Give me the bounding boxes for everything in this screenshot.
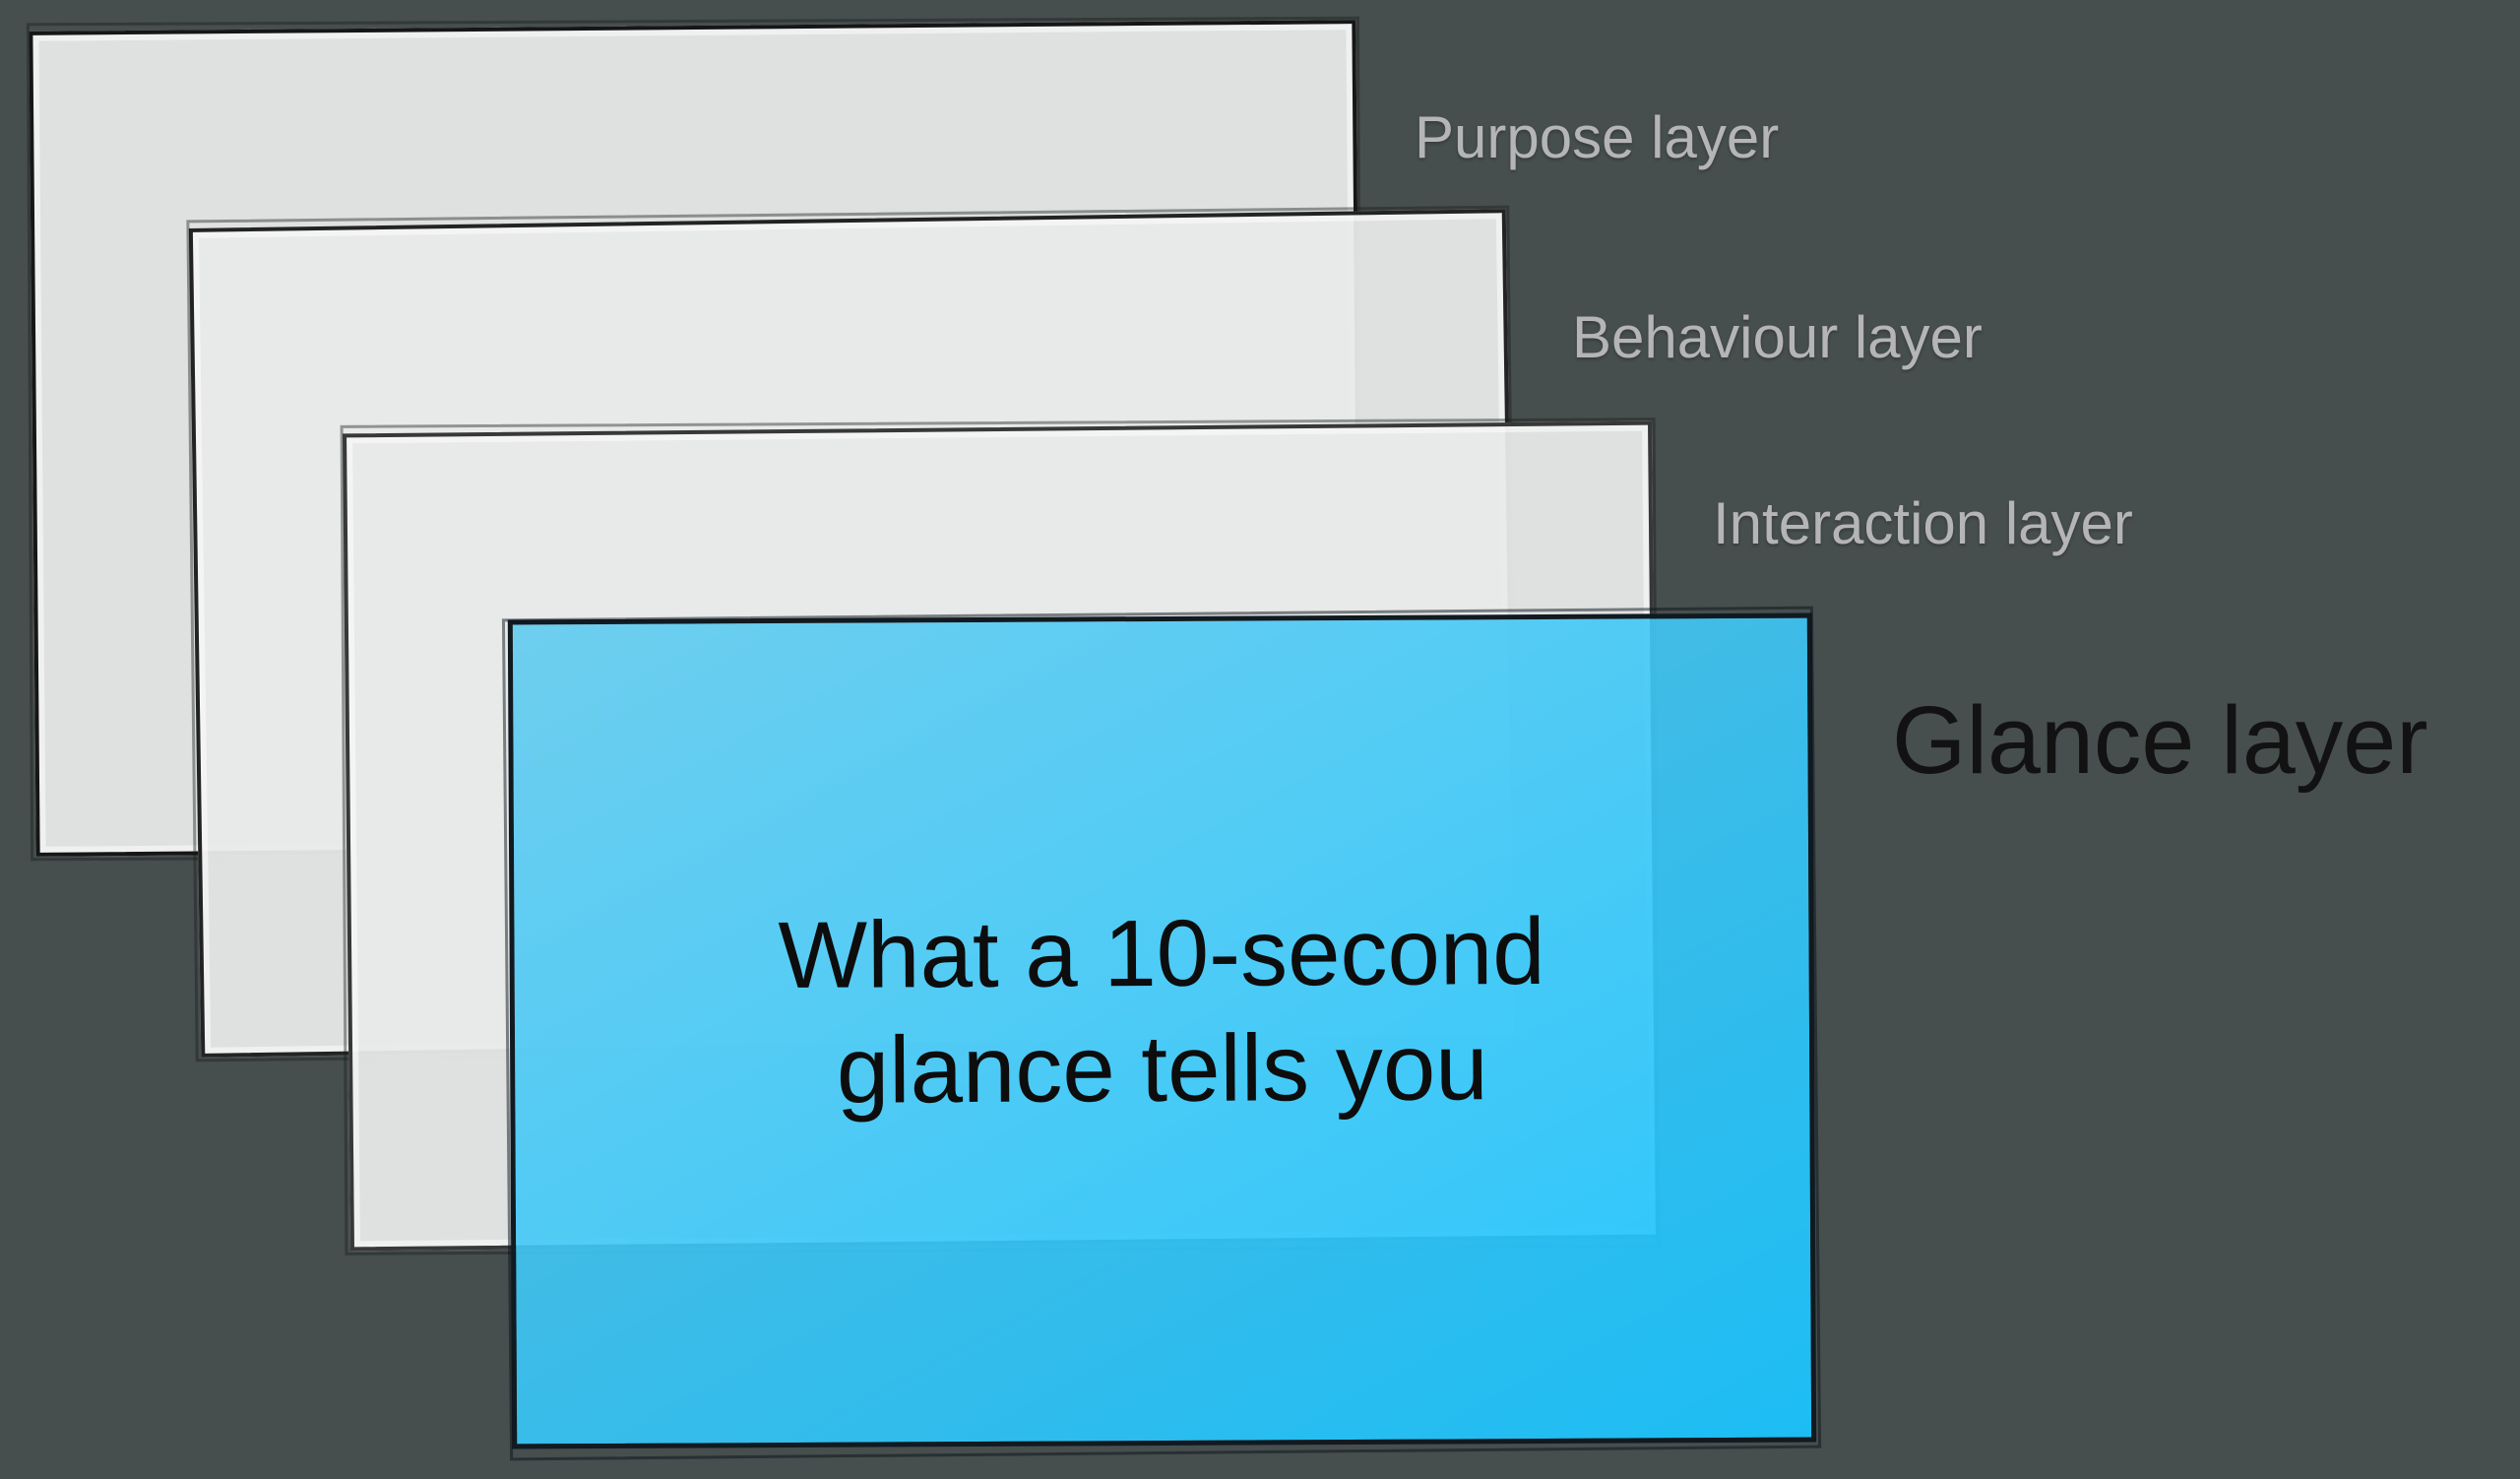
interaction-layer-label: Interaction layer xyxy=(1713,490,2133,556)
glance-layer-label: Glance layer xyxy=(1892,686,2428,794)
behaviour-layer-label: Behaviour layer xyxy=(1572,304,1983,370)
glance-text-line-1: What a 10-second xyxy=(778,898,1545,1008)
glance-layer-card: What a 10-second glance tells you xyxy=(507,612,1817,1449)
purpose-layer-label: Purpose layer xyxy=(1415,104,1780,170)
glance-card-text: What a 10-second glance tells you xyxy=(778,894,1545,1128)
glance-text-line-2: glance tells you xyxy=(836,1014,1488,1124)
